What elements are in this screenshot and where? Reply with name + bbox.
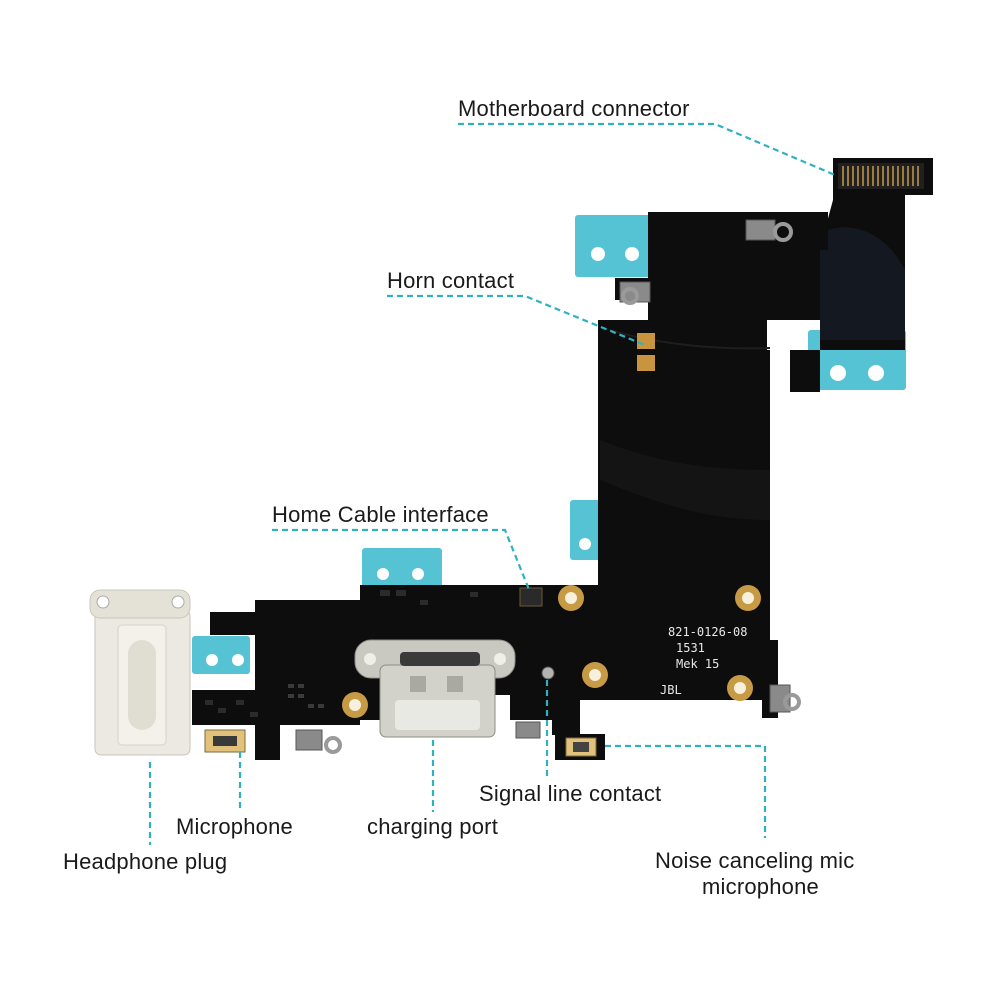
motherboard-connector bbox=[820, 158, 933, 350]
label-horn-contact: Horn contact bbox=[387, 268, 515, 293]
horn-contact-pads bbox=[637, 333, 655, 371]
leader-motherboard bbox=[458, 122, 836, 177]
tape-top-left bbox=[575, 215, 655, 277]
flex-board bbox=[192, 212, 828, 760]
label-noise-mic-line2: microphone bbox=[702, 874, 819, 899]
label-noise-mic-line1: Noise canceling mic bbox=[655, 848, 855, 873]
label-signal-line-contact: Signal line contact bbox=[479, 781, 662, 806]
signal-line-contact bbox=[541, 666, 555, 680]
microphone-component bbox=[204, 729, 246, 753]
charging-port bbox=[354, 639, 516, 738]
label-headphone-plug: Headphone plug bbox=[63, 849, 228, 874]
headphone-jack bbox=[89, 589, 191, 756]
label-home-cable-interface: Home Cable interface bbox=[272, 502, 489, 527]
silk-mek: Mek 15 bbox=[676, 657, 719, 671]
label-microphone: Microphone bbox=[176, 814, 293, 839]
tape-lower bbox=[362, 548, 442, 590]
silk-brand: JBL bbox=[660, 683, 682, 697]
leader-lines bbox=[148, 122, 836, 845]
silk-date-code: 1531 bbox=[676, 641, 705, 655]
leader-horn bbox=[387, 294, 646, 347]
noise-mic-component bbox=[555, 734, 605, 760]
leader-noise-mic bbox=[605, 744, 767, 838]
gold-mounting-holes bbox=[342, 585, 761, 718]
label-charging-port: charging port bbox=[367, 814, 499, 839]
home-cable-chip bbox=[519, 587, 543, 607]
silk-part-number: 821-0126-08 bbox=[668, 625, 747, 639]
leader-home-cable bbox=[272, 528, 532, 593]
label-motherboard-connector: Motherboard connector bbox=[458, 96, 690, 121]
